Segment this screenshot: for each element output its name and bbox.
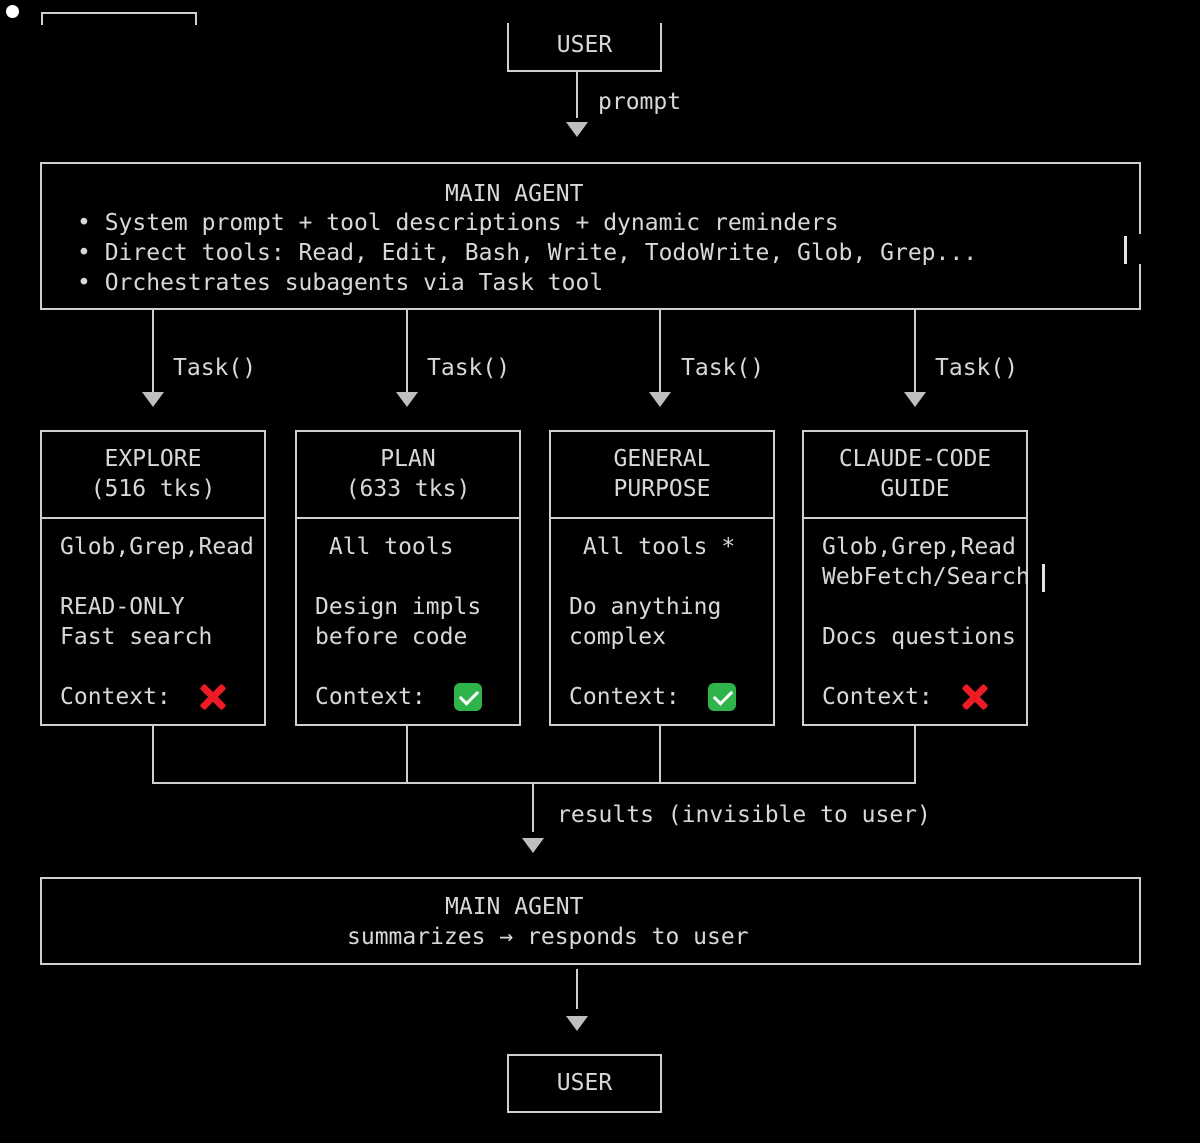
subagent-title: EXPLORE <box>104 446 202 472</box>
divider <box>297 517 519 519</box>
arrow-down-icon <box>649 392 671 407</box>
prompt-connector-line <box>576 72 578 118</box>
arrow-down-icon <box>396 392 418 407</box>
context-label: Context: <box>569 684 694 710</box>
window-dot <box>6 5 19 18</box>
subagent-box-plan: PLAN (633 tks) All tools Design impls be… <box>295 430 521 726</box>
user-box-top-label: USER <box>556 32 613 58</box>
task-label-1: Task() <box>173 355 257 381</box>
border-gap <box>1138 234 1143 264</box>
context-row: Context: <box>569 682 736 712</box>
subagent-title: GENERAL <box>613 446 711 472</box>
task-label-2: Task() <box>427 355 511 381</box>
arrow-down-icon <box>522 838 544 853</box>
subagent-body: Glob,Grep,Read READ-ONLY Fast search <box>60 534 254 650</box>
arrow-down-icon <box>566 122 588 137</box>
subagent-header: CLAUDE-CODE GUIDE <box>804 444 1026 504</box>
cross-mark-icon <box>199 683 227 711</box>
subagent-title: PLAN <box>380 446 436 472</box>
subagent-subtitle: (516 tks) <box>90 476 216 502</box>
user-box-top: USER <box>507 23 662 72</box>
respond-connector-line <box>576 969 578 1009</box>
text-cursor <box>1042 564 1045 592</box>
task-connector-line-1 <box>152 310 154 392</box>
results-connector-line <box>532 784 534 832</box>
context-row: Context: <box>315 682 482 712</box>
main-agent-summary-title: MAIN AGENT <box>445 894 584 920</box>
subagent-header: PLAN (633 tks) <box>297 444 519 504</box>
subagent-header: GENERAL PURPOSE <box>551 444 773 504</box>
user-box-bottom-label: USER <box>556 1070 613 1096</box>
main-agent-bullets: • System prompt + tool descriptions + dy… <box>77 210 978 296</box>
task-label-3: Task() <box>681 355 765 381</box>
context-label: Context: <box>60 684 185 710</box>
main-agent-title: MAIN AGENT <box>445 181 584 207</box>
context-label: Context: <box>315 684 440 710</box>
context-row: Context: <box>822 682 989 712</box>
subagent-body: All tools Design impls before code <box>315 534 482 650</box>
subagent-body: All tools * Do anything complex <box>569 534 736 650</box>
subagent-subtitle: GUIDE <box>880 476 950 502</box>
check-mark-icon <box>453 683 482 711</box>
subagent-title: CLAUDE-CODE <box>838 446 992 472</box>
text-cursor <box>1124 236 1127 264</box>
subagent-subtitle: PURPOSE <box>613 476 711 502</box>
subagent-box-general-purpose: GENERAL PURPOSE All tools * Do anything … <box>549 430 775 726</box>
merge-stub-3 <box>659 726 661 784</box>
divider <box>804 517 1026 519</box>
cross-mark-icon <box>961 683 989 711</box>
divider <box>42 517 264 519</box>
arrow-down-icon <box>566 1016 588 1031</box>
subagent-box-explore: EXPLORE (516 tks) Glob,Grep,Read READ-ON… <box>40 430 266 726</box>
task-connector-line-2 <box>406 310 408 392</box>
subagent-header: EXPLORE (516 tks) <box>42 444 264 504</box>
merge-stub-1 <box>152 726 154 784</box>
merge-horizontal-line <box>152 782 916 784</box>
context-label: Context: <box>822 684 947 710</box>
main-agent-box: MAIN AGENT • System prompt + tool descri… <box>40 162 1141 310</box>
task-connector-line-4 <box>914 310 916 392</box>
clipped-box-fragment <box>41 12 197 25</box>
task-label-4: Task() <box>935 355 1019 381</box>
context-row: Context: <box>60 682 227 712</box>
divider <box>551 517 773 519</box>
task-connector-line-3 <box>659 310 661 392</box>
merge-stub-2 <box>406 726 408 784</box>
main-agent-summary-subtitle: summarizes → responds to user <box>347 924 749 950</box>
subagent-subtitle: (633 tks) <box>345 476 471 502</box>
prompt-label: prompt <box>598 89 682 115</box>
arrow-down-icon <box>142 392 164 407</box>
arrow-down-icon <box>904 392 926 407</box>
subagent-box-claude-code-guide: CLAUDE-CODE GUIDE Glob,Grep,Read WebFetc… <box>802 430 1030 726</box>
results-label: results (invisible to user) <box>557 802 931 828</box>
user-box-bottom: USER <box>507 1054 662 1113</box>
main-agent-summary-box: MAIN AGENT summarizes → responds to user <box>40 877 1141 965</box>
merge-stub-4 <box>914 726 916 784</box>
check-mark-icon <box>707 683 736 711</box>
subagent-body: Glob,Grep,Read WebFetch/Search Docs ques… <box>822 534 1030 650</box>
